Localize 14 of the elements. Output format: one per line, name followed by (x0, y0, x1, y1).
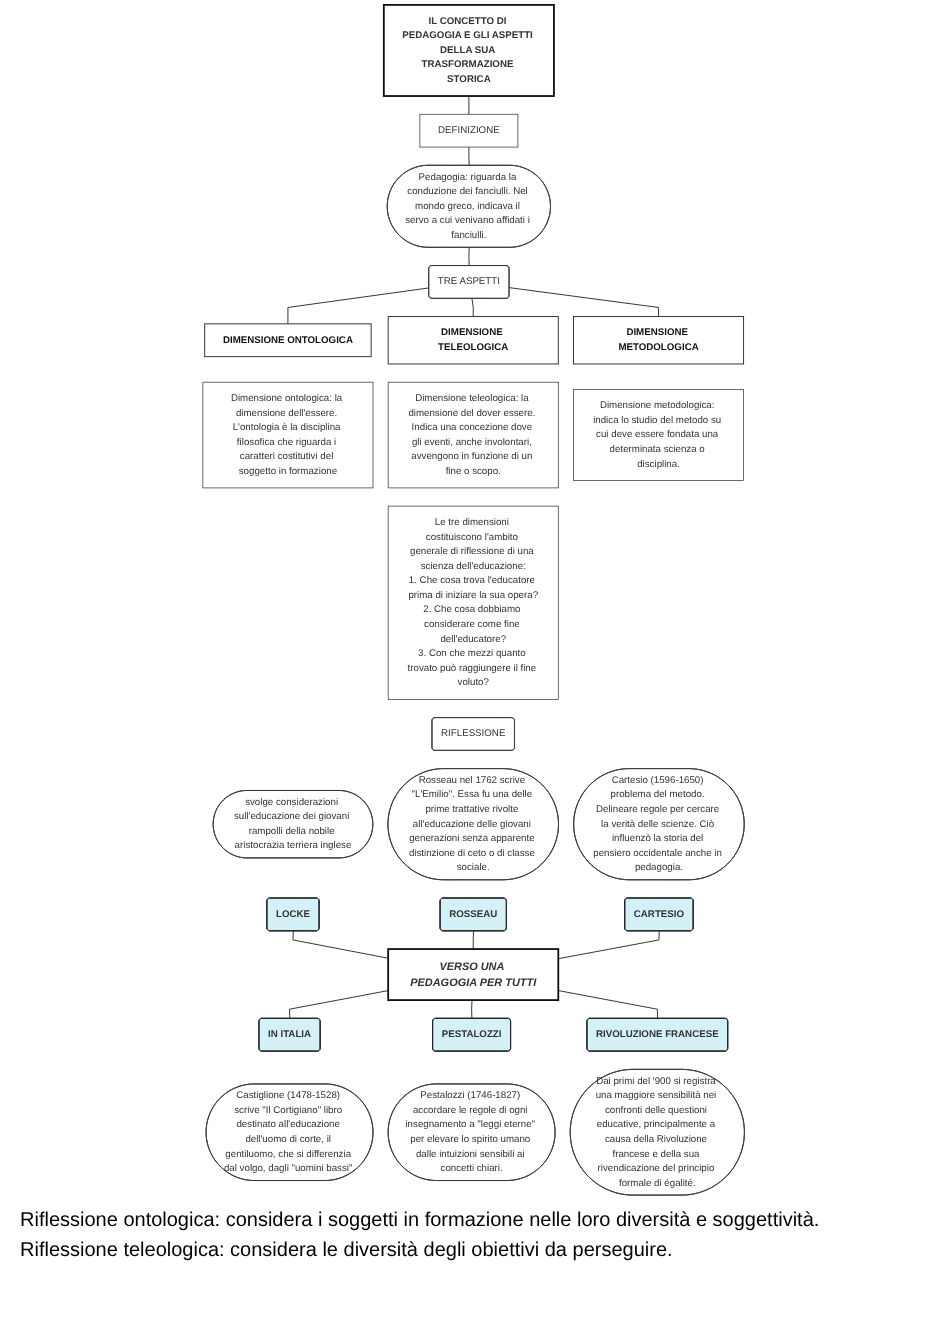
connector (558, 930, 661, 960)
connector (468, 95, 470, 115)
connector (471, 999, 473, 1020)
connector (289, 990, 389, 1020)
note-text: Riflessione ontologica: considera i soggetti in formazione nelle loro diversità e soggettività. (20, 1208, 822, 1234)
note-text: Riflessione teleologica: considera le diversità degli obiettivi da perseguire. (20, 1238, 675, 1264)
connector (509, 287, 660, 318)
connector (468, 146, 470, 167)
connector (292, 930, 389, 959)
connector (471, 298, 475, 318)
connector (287, 287, 430, 325)
connector (473, 930, 475, 950)
connector (468, 247, 470, 267)
connector (558, 990, 659, 1020)
